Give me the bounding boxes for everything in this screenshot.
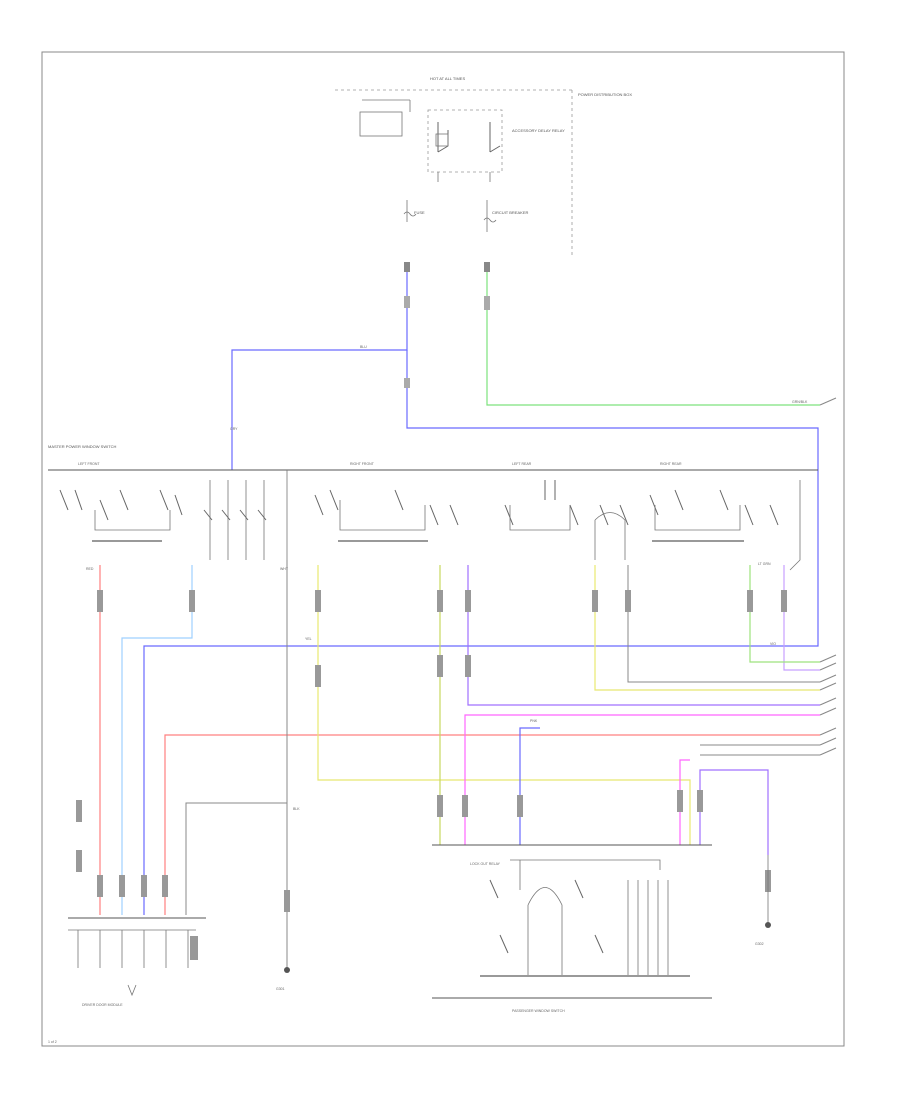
master-power-window-switch: MASTER POWER WINDOW SWITCH LEFT FRONT RI… <box>48 444 818 571</box>
connector-stubs-top <box>404 262 490 388</box>
driver-door-module: DRIVER DOOR MODULE <box>68 917 206 1007</box>
wire-gray-right <box>627 565 820 683</box>
wire-green <box>486 262 820 406</box>
wire-magenta-2 <box>467 565 820 706</box>
fuse-left-label: FUSE <box>414 210 425 215</box>
wire-violet-4 <box>699 769 769 855</box>
tag-pink: PNK <box>530 719 538 723</box>
right-edge-terminals <box>819 397 837 756</box>
passenger-window-switch: LOCK OUT RELAY PASSENGER WINDOW SWITCH <box>432 844 712 1013</box>
section-left-front: LEFT FRONT <box>78 462 100 466</box>
section-right-rear: RIGHT REAR <box>660 462 682 466</box>
wire-blue-short <box>519 727 540 845</box>
tag-yellow: YEL <box>305 637 312 641</box>
wire-tag-green: GRN/BLK <box>792 400 808 404</box>
ground-mid-label: G301 <box>276 987 285 991</box>
wire-blue-right <box>143 350 819 915</box>
passenger-switch-label: PASSENGER WINDOW SWITCH <box>512 1009 565 1013</box>
wire-red-2 <box>164 734 820 915</box>
lock-relay-label: LOCK OUT RELAY <box>470 862 501 866</box>
door-module-label: DRIVER DOOR MODULE <box>82 1003 123 1007</box>
accessory-relay-label: ACCESSORY DELAY RELAY <box>512 128 565 133</box>
top-fuse-box: HOT AT ALL TIMES POWER DISTRIBUTION BOX … <box>335 76 632 258</box>
fuse-right-label: CIRCUIT BREAKER <box>492 210 528 215</box>
wire-magenta-3 <box>679 759 690 845</box>
wire-lightblue-2 <box>783 565 820 671</box>
wire-yellow-2 <box>594 565 820 691</box>
fuse-left: FUSE <box>403 200 425 222</box>
wire-blue-main <box>231 262 408 470</box>
fuse-block-small <box>359 111 403 137</box>
fuse-right: CIRCUIT BREAKER <box>483 200 528 232</box>
section-right-front: RIGHT FRONT <box>350 462 375 466</box>
tag-violet: VIO <box>770 642 776 646</box>
ground-right: G302 <box>755 855 771 946</box>
tag-red: RED <box>86 567 94 571</box>
wire-tag-blue: BLU <box>360 345 367 349</box>
diagram-frame <box>41 51 845 1047</box>
page-footer: 1 of 2 <box>48 1040 57 1044</box>
wire-lightblue-1 <box>121 565 193 915</box>
accessory-delay-relay <box>427 109 503 173</box>
tag-ltgreen: LT GRN <box>758 562 771 566</box>
ground-mid: G301 <box>276 967 290 991</box>
master-switch-label: MASTER POWER WINDOW SWITCH <box>48 444 117 449</box>
top-fuse-box-label: HOT AT ALL TIMES <box>430 76 465 81</box>
wire-gray-2 <box>185 802 287 915</box>
section-left-rear: LEFT REAR <box>512 462 532 466</box>
tag-gray: GRY <box>230 427 238 431</box>
tag-black: BLK <box>293 807 300 811</box>
relay-box-label: POWER DISTRIBUTION BOX <box>578 92 632 97</box>
ground-right-label: G302 <box>755 942 764 946</box>
wire-olive-2 <box>749 565 820 663</box>
tag-white: WHT <box>280 567 289 571</box>
